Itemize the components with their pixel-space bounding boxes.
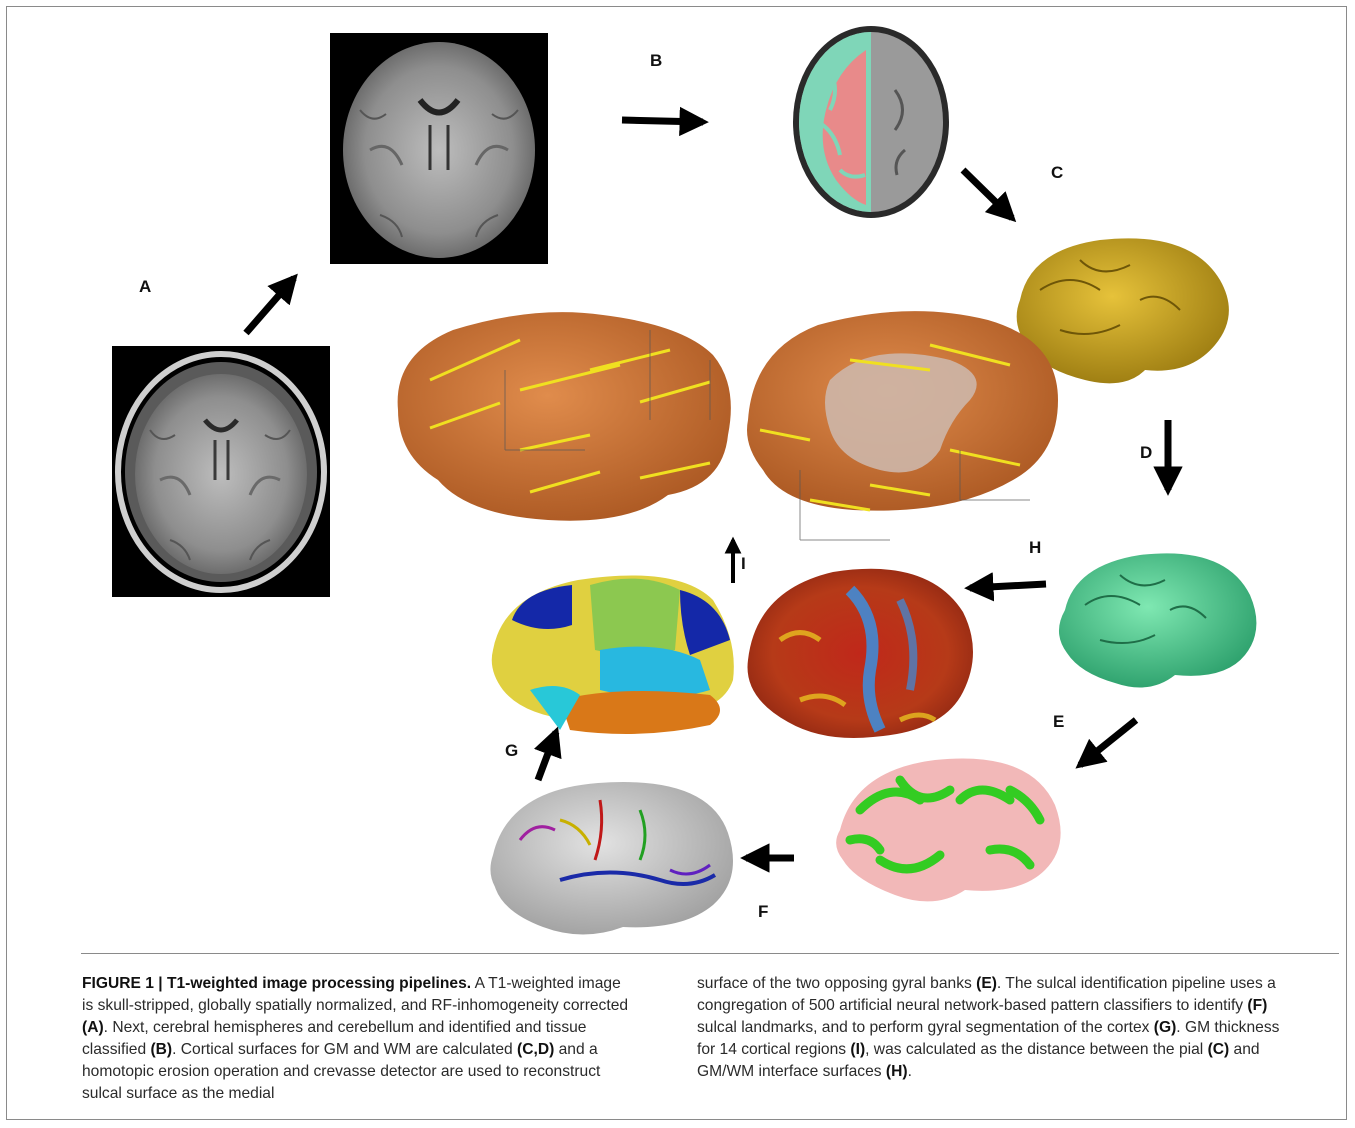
label-g: G [505,741,518,760]
caption-run: sulcal landmarks, and to perform gyral s… [697,1019,1154,1036]
arrow-b [622,120,703,122]
sulcal-surface [836,758,1060,901]
caption-run: (C) [1208,1041,1230,1058]
caption-left-column: FIGURE 1 | T1-weighted image processing … [82,973,630,1105]
cortical-thickness-map [748,569,974,738]
raw-t1-image [112,346,330,597]
caption-run: surface of the two opposing gyral banks [697,975,976,992]
caption-run: (F) [1247,997,1267,1014]
arrow-g [538,732,556,780]
arrow-e [1080,720,1136,765]
caption-run: . Cortical surfaces for GM and WM are ca… [172,1041,517,1058]
label-e: E [1053,712,1064,731]
caption-rule [81,953,1339,954]
label-i: I [741,554,746,573]
caption-run: (G) [1154,1019,1177,1036]
caption-run: (E) [976,975,997,992]
skull-stripped-image [330,33,548,264]
regional-thickness-plots [398,311,1058,540]
arrow-h [970,584,1046,588]
label-h: H [1029,538,1041,557]
wm-surface [1059,553,1256,687]
caption-run: . [908,1063,912,1080]
pipeline-figure: A B C D E F G H I [0,0,1355,960]
arrow-a [246,278,294,333]
tissue-classification-image [793,26,949,218]
caption-run: , was calculated as the distance between… [865,1041,1207,1058]
caption-run: (H) [886,1063,908,1080]
caption-run: (A) [82,1019,104,1036]
label-c: C [1051,163,1063,182]
caption-right-column: surface of the two opposing gyral banks … [697,973,1297,1083]
caption-run: (C,D) [517,1041,554,1058]
label-d: D [1140,443,1152,462]
sulcal-labels [490,782,733,934]
caption-run: (B) [150,1041,172,1058]
caption-run: FIGURE 1 | T1-weighted image processing … [82,975,471,992]
gyral-segmentation [492,576,734,735]
arrow-c [963,170,1012,218]
label-a: A [139,277,151,296]
label-b: B [650,51,662,70]
caption-run: (I) [850,1041,865,1058]
label-f: F [758,902,768,921]
